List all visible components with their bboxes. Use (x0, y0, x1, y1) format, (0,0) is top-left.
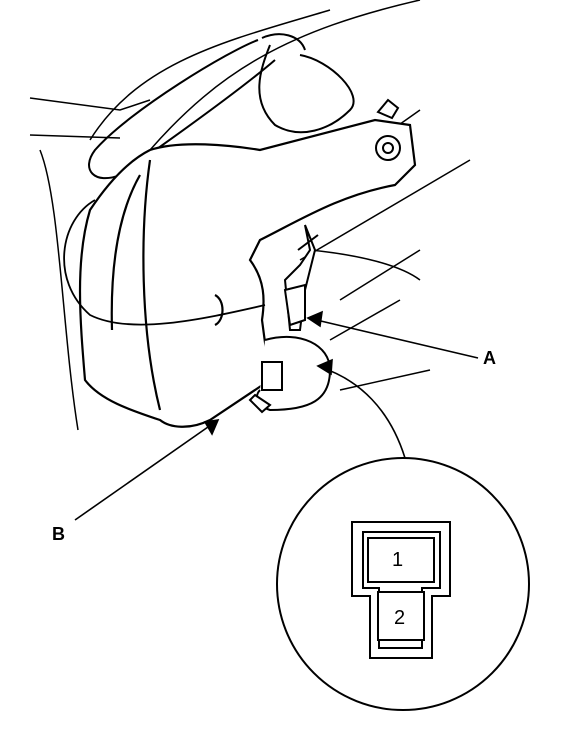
hose-loop (88, 33, 355, 180)
callout-label-b: B (52, 524, 65, 544)
pump-connector-A (283, 224, 319, 331)
callout-label-a: A (483, 348, 496, 368)
leader-lines (74, 310, 479, 521)
pin-1-cavity (367, 537, 435, 583)
connector-housing (351, 521, 451, 659)
pin-1-label: 1 (392, 549, 403, 571)
mounting-bolt (375, 98, 401, 161)
pin-2-cavity (377, 591, 425, 641)
connector-detail-inset: 1 2 (276, 457, 530, 711)
reservoir-tank (78, 118, 417, 428)
washer-hose (63, 199, 266, 326)
pin-2-label: 2 (394, 607, 405, 629)
pump-B (248, 335, 332, 414)
